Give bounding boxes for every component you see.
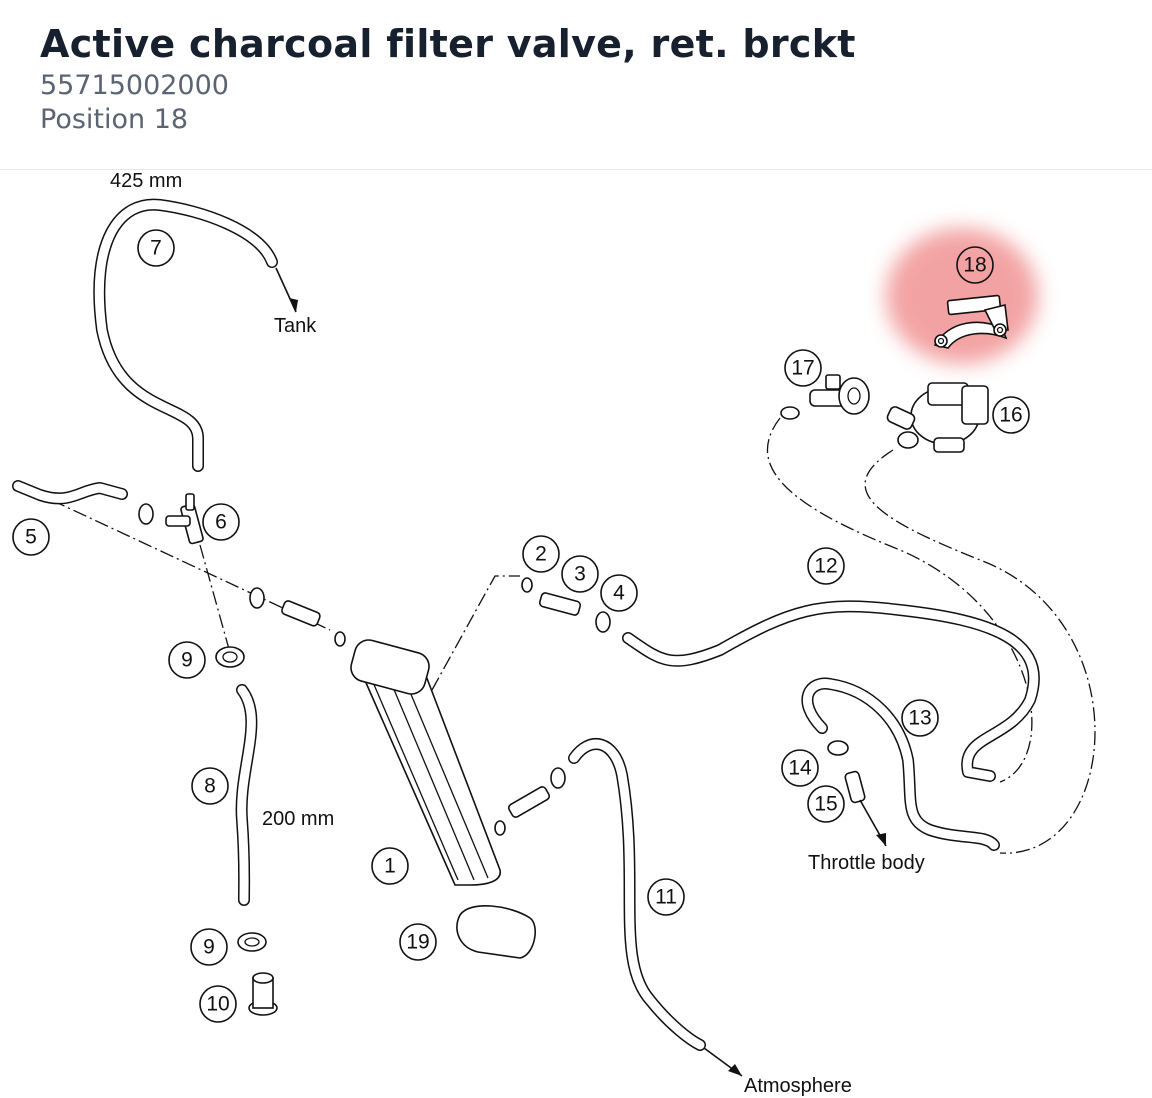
hose-5: [12, 480, 128, 505]
callout-1[interactable]: 1: [371, 847, 409, 885]
callout-7-number: 7: [150, 237, 162, 260]
callout-9-lower[interactable]: 9: [190, 928, 228, 966]
callout-8-number: 8: [204, 775, 216, 798]
callout-15[interactable]: 15: [807, 785, 845, 823]
hose-8: [235, 684, 258, 906]
callout-10[interactable]: 10: [199, 985, 237, 1023]
hose-7: [93, 198, 278, 472]
o-ring-2: [521, 577, 533, 593]
position-label: Position 18: [40, 104, 189, 135]
callout-1-number: 1: [384, 855, 396, 878]
clamp-4: [595, 611, 611, 633]
hose-11: [568, 738, 706, 1051]
fitting-17: [809, 374, 870, 415]
cap-10: [248, 972, 278, 1016]
hose-8-length: 200 mm: [262, 808, 334, 830]
callout-8[interactable]: 8: [191, 767, 229, 805]
clamp-17: [780, 406, 800, 420]
callout-4[interactable]: 4: [600, 574, 638, 612]
callout-19[interactable]: 19: [399, 923, 437, 961]
callout-6[interactable]: 6: [202, 503, 240, 541]
nipple-left: [281, 600, 321, 627]
callout-13[interactable]: 13: [901, 699, 939, 737]
callout-2-number: 2: [535, 543, 547, 566]
callout-2[interactable]: 2: [522, 535, 560, 573]
clamp-9-lower: [237, 932, 267, 952]
callout-19-number: 19: [406, 931, 429, 954]
hose-12: [622, 600, 1040, 782]
callout-12[interactable]: 12: [807, 547, 845, 585]
clamp-left: [249, 587, 265, 609]
charcoal-filter-valve-16: [886, 382, 989, 453]
callout-3-number: 3: [574, 563, 586, 586]
hose-7-length: 425 mm: [110, 170, 182, 192]
nipple-15: [844, 770, 866, 804]
callout-14-number: 14: [788, 757, 812, 780]
callout-18[interactable]: 18: [956, 246, 994, 284]
callout-9-lower-number: 9: [203, 936, 215, 959]
callout-13-number: 13: [908, 707, 931, 730]
callout-14[interactable]: 14: [781, 749, 819, 787]
callout-7[interactable]: 7: [137, 229, 175, 267]
callout-17[interactable]: 17: [784, 349, 822, 387]
callout-5[interactable]: 5: [12, 518, 50, 556]
routing-lines: [29, 417, 1096, 854]
callout-9-upper-number: 9: [181, 649, 193, 672]
o-ring-left: [334, 631, 346, 647]
retaining-bracket-18: [933, 294, 1009, 349]
part-number: 55715002000: [40, 70, 229, 101]
clamp-lower: [550, 767, 566, 789]
callout-9-upper[interactable]: 9: [168, 641, 206, 679]
callout-11-number: 11: [655, 886, 677, 909]
callout-6-number: 6: [215, 511, 227, 534]
callout-12-number: 12: [814, 555, 837, 578]
part-title: Active charcoal filter valve, ret. brckt: [40, 22, 856, 66]
callout-10-number: 10: [206, 993, 229, 1016]
hose-13: [801, 677, 1000, 851]
callout-18-number: 18: [963, 254, 986, 277]
nipple-3: [538, 592, 582, 616]
throttle-body-label: Throttle body: [808, 852, 925, 874]
callout-3[interactable]: 3: [561, 555, 599, 593]
part-header: Active charcoal filter valve, ret. brckt…: [0, 0, 1152, 170]
nipple-lower: [507, 786, 551, 818]
charcoal-canister-1: [350, 639, 501, 886]
tank-label: Tank: [274, 315, 317, 337]
callout-17-number: 17: [791, 357, 814, 380]
callout-16[interactable]: 16: [992, 396, 1030, 434]
t-piece-6: [165, 493, 204, 545]
clamp-9-upper: [215, 646, 245, 668]
callout-4-number: 4: [613, 582, 625, 605]
callout-5-number: 5: [25, 526, 37, 549]
callout-11[interactable]: 11: [647, 878, 685, 916]
position-18-highlight: [886, 228, 1038, 364]
callout-16-number: 16: [999, 404, 1022, 427]
clamp-14: [827, 740, 849, 756]
callout-15-number: 15: [814, 793, 837, 816]
clamp-6a: [138, 503, 154, 525]
canister-cap-19: [456, 905, 536, 959]
o-ring-lower: [494, 820, 506, 836]
atmosphere-label: Atmosphere: [744, 1075, 852, 1097]
